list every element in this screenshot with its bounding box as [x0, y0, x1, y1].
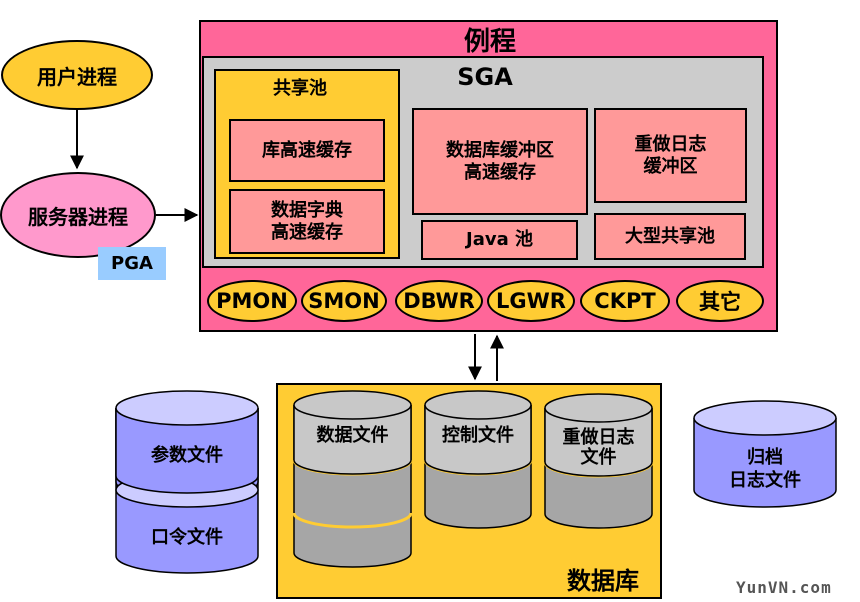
process-label: SMON — [308, 289, 380, 313]
shared-pool-title-text: 共享池 — [273, 78, 327, 99]
process-label: LGWR — [496, 289, 566, 313]
redo-files-text-2: 文件 — [580, 447, 617, 468]
archive-file-text-1: 归档 — [747, 447, 783, 468]
pga-label: PGA — [111, 253, 153, 274]
control-files-cylinder — [423, 390, 533, 529]
data-files-label: 数据文件 — [294, 424, 411, 448]
large-pool-box: 大型共享池 — [594, 213, 746, 260]
watermark: YunVN.com — [736, 578, 832, 597]
java-pool-label: Java 池 — [466, 229, 533, 250]
process-other: 其它 — [676, 280, 764, 322]
process-lgwr: LGWR — [487, 280, 575, 322]
redo-buffer-box: 重做日志 缓冲区 — [594, 108, 747, 203]
process-label: DBWR — [403, 289, 475, 313]
server-process: 服务器进程 — [0, 172, 156, 258]
password-file-text: 口令文件 — [151, 527, 223, 548]
instance-title-text: 例程 — [463, 26, 516, 57]
library-cache-box: 库高速缓存 — [229, 119, 385, 182]
dictionary-cache-label-1: 数据字典 — [271, 199, 343, 221]
sga-title-text: SGA — [457, 63, 513, 91]
control-files-text: 控制文件 — [442, 425, 514, 446]
user-process: 用户进程 — [1, 40, 153, 110]
process-smon: SMON — [301, 280, 387, 322]
java-pool-box: Java 池 — [421, 220, 578, 260]
password-file-label: 口令文件 — [116, 526, 258, 550]
parameter-password-cylinder — [115, 390, 259, 574]
process-dbwr: DBWR — [395, 280, 483, 322]
watermark-text: YunVN.com — [736, 578, 832, 597]
parameter-file-text: 参数文件 — [151, 445, 223, 466]
database-title-text: 数据库 — [567, 566, 639, 595]
dictionary-cache-label-2: 高速缓存 — [271, 221, 343, 243]
sga-title: SGA — [430, 62, 540, 92]
process-label: PMON — [216, 289, 288, 313]
process-label: 其它 — [699, 290, 741, 314]
process-pmon: PMON — [207, 280, 297, 322]
user-process-label: 用户进程 — [37, 64, 117, 89]
process-label: CKPT — [594, 289, 656, 313]
redo-files-label: 重做日志 文件 — [545, 427, 652, 469]
library-cache-label: 库高速缓存 — [262, 139, 352, 161]
parameter-file-label: 参数文件 — [116, 444, 258, 468]
instance-title: 例程 — [420, 22, 560, 57]
buffer-cache-label-1: 数据库缓冲区 — [446, 139, 554, 161]
process-ckpt: CKPT — [580, 280, 670, 322]
buffer-cache-label-2: 高速缓存 — [464, 161, 536, 183]
database-title: 数据库 — [548, 562, 658, 595]
redo-buffer-label-2: 缓冲区 — [643, 155, 698, 177]
shared-pool-title: 共享池 — [240, 74, 360, 100]
archive-cylinder — [693, 400, 837, 508]
data-files-cylinder — [292, 390, 413, 568]
dictionary-cache-box: 数据字典 高速缓存 — [229, 189, 385, 254]
data-files-text: 数据文件 — [316, 425, 389, 446]
server-process-label: 服务器进程 — [28, 204, 128, 229]
buffer-cache-box: 数据库缓冲区 高速缓存 — [412, 108, 588, 215]
control-files-label: 控制文件 — [425, 424, 531, 448]
redo-files-text-1: 重做日志 — [562, 427, 635, 448]
pga-box: PGA — [98, 247, 166, 280]
redo-buffer-label-1: 重做日志 — [634, 133, 707, 155]
archive-file-text-2: 日志文件 — [729, 470, 801, 491]
archive-file-label: 归档 日志文件 — [694, 446, 836, 492]
redo-files-cylinder — [543, 393, 654, 529]
large-pool-label: 大型共享池 — [625, 225, 715, 247]
